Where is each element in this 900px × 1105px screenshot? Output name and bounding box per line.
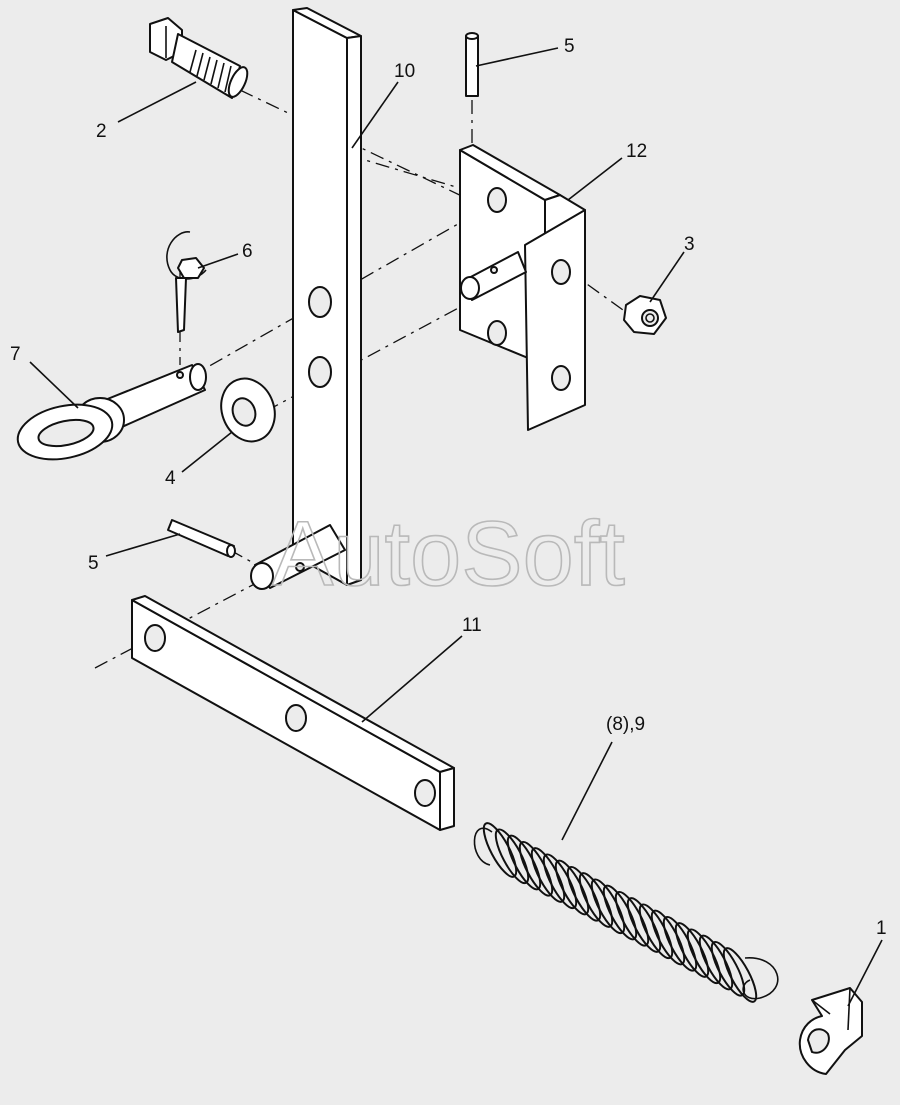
callout-4: 4 (165, 468, 176, 489)
leader-4 (181, 431, 233, 473)
callout-2: 2 (96, 121, 107, 142)
leader-12 (567, 157, 623, 201)
tension-spring-part-8-9 (473, 822, 779, 1003)
bar-side-edge (346, 35, 362, 586)
link-plate-part-11 (131, 595, 455, 831)
bolt-thread (189, 49, 232, 93)
spring-coils (482, 822, 758, 1003)
bolt-shank (171, 33, 241, 99)
callout-7: 7 (10, 344, 21, 365)
leader-5-left (105, 533, 181, 557)
plate-hole-2 (285, 704, 307, 732)
handle-pin-part-7 (16, 363, 207, 461)
callout-1: 1 (876, 918, 887, 939)
leader-11 (361, 635, 463, 723)
callout-labels: 2 5 10 12 3 6 7 4 5 11 (8),9 1 (10, 36, 887, 939)
hook-part-1 (798, 987, 863, 1075)
axis-bar-bracket-top (347, 154, 501, 201)
callout-12: 12 (626, 141, 647, 162)
vertical-bar-part-10 (292, 7, 362, 586)
leader-1 (847, 939, 883, 1007)
washer-part-4 (220, 377, 276, 443)
leader-5-top (475, 47, 559, 67)
watermark-text: AutoSoft (272, 503, 625, 605)
callout-11: 11 (462, 615, 482, 636)
axis-lower-pin (94, 559, 301, 669)
bar-hole-upper (308, 286, 332, 318)
leader-7 (29, 361, 79, 409)
callout-6: 6 (242, 241, 253, 262)
spring-hook-left (473, 827, 493, 866)
bracket-hole-3 (551, 259, 571, 285)
leader-6 (197, 253, 239, 269)
leader-2 (117, 81, 197, 123)
bracket-hole-4 (551, 365, 571, 391)
angle-bracket-part-12 (459, 144, 586, 431)
callout-8-9: (8),9 (606, 714, 645, 735)
spring-hook-right (742, 957, 779, 1000)
bracket-hole-1 (487, 187, 507, 213)
callout-3: 3 (684, 234, 695, 255)
plate-side-edge (439, 767, 455, 831)
spring-clip-part-6 (166, 231, 207, 333)
plate-hole-1 (144, 624, 166, 652)
bar-hole-lower (308, 356, 332, 388)
leader-8-9 (561, 741, 613, 841)
bolt-part-2 (149, 17, 249, 99)
callout-5-left: 5 (88, 553, 99, 574)
plate-hole-3 (414, 779, 436, 807)
roll-pin-part-5-left (167, 519, 236, 558)
bracket-front-plate (524, 209, 586, 431)
callout-5-top: 5 (564, 36, 575, 57)
leader-3 (649, 251, 685, 303)
roll-pin-part-5-top (465, 32, 479, 97)
nut-part-3 (623, 295, 667, 335)
spring-coil (722, 947, 758, 1003)
leader-lines (29, 47, 883, 1007)
callout-10: 10 (394, 61, 415, 82)
leader-10 (351, 81, 399, 149)
bracket-hole-2 (487, 320, 507, 346)
lower-pin (250, 524, 346, 590)
